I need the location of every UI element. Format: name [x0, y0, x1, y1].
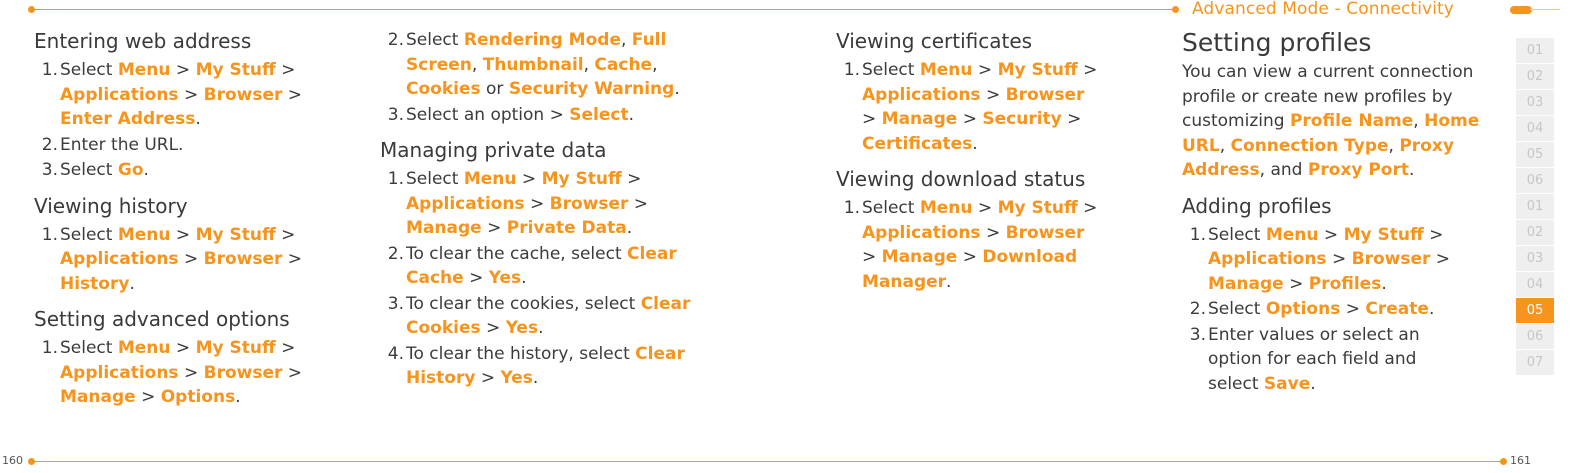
chapter-tab-4: 04	[1516, 116, 1554, 141]
footer-rule-dot-right	[1500, 458, 1507, 465]
column-4: Setting profiles You can view a current …	[1182, 28, 1500, 406]
section-viewing-download-status: Viewing download status 1.Select Menu > …	[836, 166, 1116, 294]
footer-rule-dot-left	[28, 458, 35, 465]
step: 1.Select Menu > My Stuff > Applications …	[387, 169, 649, 238]
heading-viewing-certificates: Viewing certificates	[836, 29, 1033, 53]
step: 1.Select Menu > My Stuff > Applications …	[843, 198, 1098, 292]
section-setting-advanced-options: Setting advanced options 1.Select Menu >…	[34, 306, 334, 410]
chapter-tab-3: 03	[1516, 90, 1554, 115]
header-rule-tail	[1530, 9, 1560, 10]
step: 2.Select Rendering Mode, Full Screen, Th…	[387, 30, 680, 99]
step: 1.Select Menu > My Stuff > Applications …	[843, 60, 1098, 154]
step: 1.Select Menu > My Stuff > Applications …	[41, 338, 303, 407]
chapter-tab-10: 04	[1516, 272, 1554, 297]
step: 2.Select Options > Create.	[1189, 299, 1435, 319]
chapter-tab-8: 02	[1516, 220, 1554, 245]
heading-viewing-download-status: Viewing download status	[836, 167, 1086, 191]
column-3: Viewing certificates 1.Select Menu > My …	[836, 28, 1116, 304]
chapter-tab-2: 02	[1516, 64, 1554, 89]
step: 1.Select Menu > My Stuff > Applications …	[41, 60, 303, 129]
section-title: Advanced Mode - Connectivity	[1192, 0, 1454, 19]
step: 2.To clear the cache, select Clear Cache…	[387, 243, 677, 289]
chapter-tab-6: 06	[1516, 168, 1554, 193]
chapter-tab-7: 01	[1516, 194, 1554, 219]
footer-rule	[32, 461, 1504, 462]
heading-viewing-history: Viewing history	[34, 193, 188, 218]
section-advanced-options-continued: 2.Select Rendering Mode, Full Screen, Th…	[380, 28, 710, 127]
paragraph: You can view a current connection profil…	[1182, 62, 1480, 180]
chapter-tab-11: 05	[1516, 298, 1554, 323]
heading-managing-private-data: Managing private data	[380, 138, 607, 162]
chapter-tab-5: 05	[1516, 142, 1554, 167]
header-rule-dot-left	[28, 6, 35, 13]
heading-entering-web-address: Entering web address	[34, 29, 252, 53]
chapter-tab-13: 07	[1516, 350, 1554, 375]
chapter-tab-9: 03	[1516, 246, 1554, 271]
step: 3.Select an option > Select.	[387, 104, 635, 125]
section-entering-web-address: Entering web address 1.Select Menu > My …	[34, 28, 334, 183]
section-managing-private-data: Managing private data 1.Select Menu > My…	[380, 137, 710, 391]
chapter-tab-12: 06	[1516, 324, 1554, 349]
step: 3.Enter values or select an option for e…	[1189, 324, 1420, 394]
heading-setting-advanced-options: Setting advanced options	[34, 307, 290, 331]
page-number-right: 161	[1510, 454, 1531, 467]
step: 4.To clear the history, select Clear His…	[387, 343, 685, 389]
header-rule-dot-right	[1172, 6, 1179, 13]
header-rule	[32, 9, 1176, 10]
step: 1.Select Menu > My Stuff > Applications …	[1189, 224, 1451, 294]
step: 2.Enter the URL.	[41, 134, 184, 155]
column-1: Entering web address 1.Select Menu > My …	[34, 28, 334, 420]
section-setting-profiles: Setting profiles You can view a current …	[1182, 28, 1500, 183]
header-pill	[1510, 6, 1532, 14]
section-viewing-history: Viewing history 1.Select Menu > My Stuff…	[34, 193, 334, 297]
step: 3.Select Go.	[41, 160, 149, 180]
step: 1.Select Menu > My Stuff > Applications …	[41, 224, 303, 294]
section-adding-profiles: Adding profiles 1.Select Menu > My Stuff…	[1182, 193, 1500, 397]
column-2: 2.Select Rendering Mode, Full Screen, Th…	[380, 28, 710, 401]
page-number-left: 160	[2, 454, 23, 467]
heading-adding-profiles: Adding profiles	[1182, 193, 1332, 218]
step: 3.To clear the cookies, select Clear Coo…	[387, 293, 691, 339]
heading-setting-profiles: Setting profiles	[1182, 28, 1372, 57]
chapter-tab-1: 01	[1516, 38, 1554, 63]
section-viewing-certificates: Viewing certificates 1.Select Menu > My …	[836, 28, 1116, 156]
